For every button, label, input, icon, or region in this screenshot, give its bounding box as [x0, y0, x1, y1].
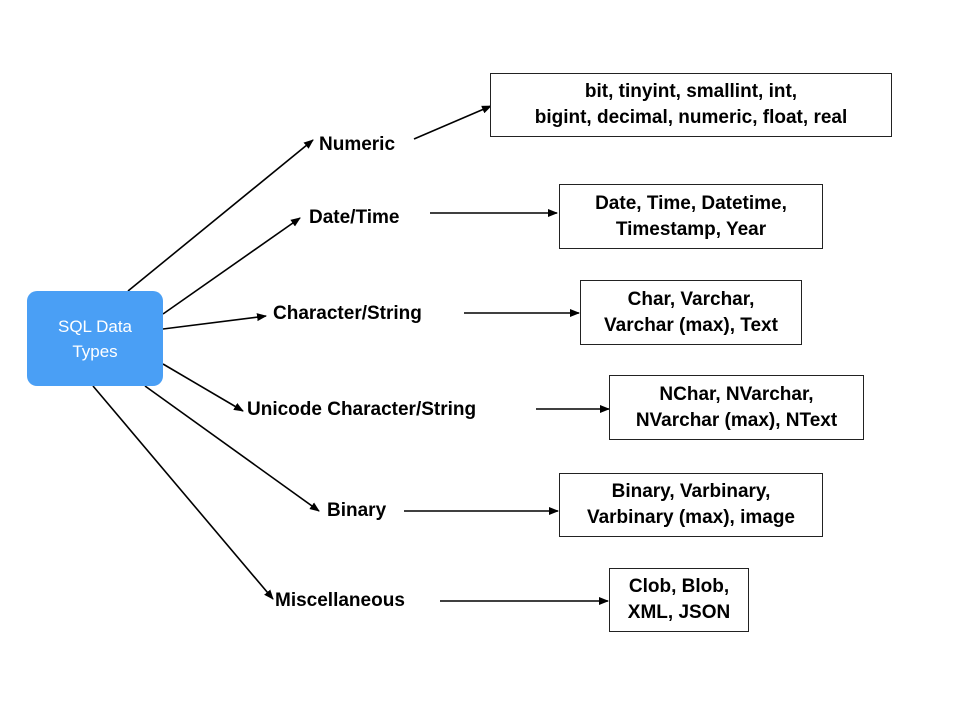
types-line: Char, Varchar, — [627, 288, 755, 310]
category-label-character-string: Character/String — [273, 303, 422, 324]
types-line: XML, JSON — [627, 602, 731, 623]
types-line: Timestamp, Year — [615, 218, 767, 240]
types-box-unicode-character-string: NChar, NVarchar, NVarchar (max), NText — [609, 375, 864, 440]
types-line: NVarchar (max), NText — [635, 409, 838, 431]
arrow-root-to-unicode — [162, 363, 244, 412]
types-line: bigint, decimal, numeric, float, real — [534, 107, 848, 128]
types-box-miscellaneous: Clob, Blob, XML, JSON — [609, 568, 749, 632]
category-label-numeric: Numeric — [319, 134, 396, 155]
types-line: Varchar (max), Text — [604, 314, 778, 336]
arrow-root-to-numeric — [127, 139, 314, 292]
types-box-binary: Binary, Varbinary, Varbinary (max), imag… — [559, 473, 823, 537]
types-line: NChar, NVarchar, — [659, 383, 814, 405]
arrow-root-to-datetime — [162, 217, 301, 315]
category-label-datetime: Date/Time — [309, 207, 400, 228]
category-label-miscellaneous: Miscellaneous — [275, 590, 405, 611]
types-box-datetime: Date, Time, Datetime, Timestamp, Year — [559, 184, 823, 249]
types-line: Date, Time, Datetime, — [595, 192, 787, 214]
types-line: Binary, Varbinary, — [611, 481, 771, 502]
root-label-line2: Types — [72, 341, 118, 361]
arrow-root-to-misc — [92, 385, 274, 600]
types-box-numeric: bit, tinyint, smallint, int, bigint, dec… — [490, 73, 892, 137]
types-line: bit, tinyint, smallint, int, — [584, 81, 798, 102]
category-label-unicode-character-string: Unicode Character/String — [247, 399, 477, 420]
root-label-line1: SQL Data — [57, 316, 133, 336]
types-box-character-string: Char, Varchar, Varchar (max), Text — [580, 280, 802, 345]
types-line: Varbinary (max), image — [586, 507, 796, 528]
root-node-sql-data-types: SQL Data Types — [27, 291, 163, 386]
arrow-root-to-binary — [144, 385, 320, 512]
arrow-root-to-character — [162, 313, 267, 330]
types-line: Clob, Blob, — [628, 576, 730, 597]
category-label-binary: Binary — [327, 500, 387, 521]
arrow-numeric-to-types — [413, 105, 492, 140]
